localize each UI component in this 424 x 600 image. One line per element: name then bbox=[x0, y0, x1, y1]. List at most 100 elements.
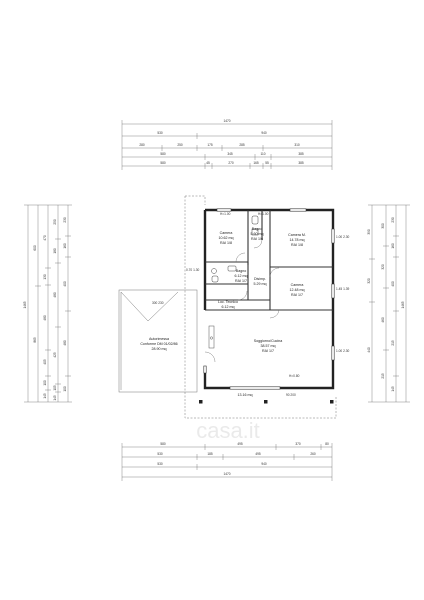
dim-text: 185 bbox=[207, 452, 213, 456]
dim-text: 80 bbox=[325, 442, 329, 446]
dim-text: 400 bbox=[391, 281, 395, 287]
room-disimpegno-area: 5.29 mq bbox=[254, 282, 267, 286]
h-label-top-mid: H=1.00 bbox=[258, 212, 269, 216]
bottom-overall-dimension: 1470 bbox=[223, 472, 230, 476]
dim-text: 55 bbox=[265, 161, 269, 165]
dim-text: 130 bbox=[43, 274, 47, 280]
left-dimension-chains bbox=[24, 204, 72, 403]
room-autorimessa-name: Autorimessa bbox=[149, 337, 169, 341]
dim-text: 230 bbox=[391, 217, 395, 223]
dim-text: 160 bbox=[391, 243, 395, 249]
h-label-top-left: H=1.00 bbox=[220, 212, 231, 216]
dim-text: 160 bbox=[63, 243, 67, 249]
dim-text: 480 bbox=[53, 292, 57, 298]
room-bagno-area: 5.60 mq bbox=[251, 232, 264, 236]
top-dimension-chains bbox=[121, 120, 333, 170]
dim-text: 385 bbox=[298, 161, 304, 165]
room-soggiorno-area: 38.57 mq bbox=[261, 344, 276, 348]
room-camera-m-name: Camera M. bbox=[288, 233, 306, 237]
room-bagno-rai: RAI 1/6 bbox=[251, 237, 263, 241]
dim-text: 530 bbox=[157, 131, 163, 135]
interior-walls bbox=[205, 210, 333, 311]
dim-text: 580 bbox=[160, 442, 166, 446]
dim-text: 45 bbox=[206, 161, 210, 165]
dim-text: 175 bbox=[207, 143, 213, 147]
dim-text: 280 bbox=[139, 143, 145, 147]
window-label-3: 1.00 2.30 bbox=[336, 349, 350, 353]
room-bagno-name: Bagno bbox=[252, 227, 262, 231]
h-label-soggiorno: H=0.80 bbox=[289, 374, 300, 378]
room-camera-name: Camera bbox=[220, 231, 233, 235]
dim-text: 495 bbox=[237, 442, 243, 446]
garage-opening-label: 300 230 bbox=[152, 301, 164, 305]
portico-outline bbox=[184, 195, 337, 419]
room-bagno2-name: Bagno bbox=[236, 269, 246, 273]
dim-text: 320 bbox=[381, 264, 385, 270]
window-label-1: 1.00 2.30 bbox=[336, 235, 350, 239]
dim-text: 390 bbox=[367, 229, 371, 235]
dim-text: 600 bbox=[33, 245, 37, 251]
room-soggiorno-rai: RAI 1/7 bbox=[262, 349, 274, 353]
garage-outline bbox=[118, 289, 198, 393]
left-overall-dimension: 1465 bbox=[23, 301, 27, 308]
dim-text: 310 bbox=[294, 143, 300, 147]
dim-text: 320 bbox=[367, 278, 371, 284]
right-dimension-chains bbox=[368, 204, 410, 403]
dim-text: 440 bbox=[367, 347, 371, 353]
bottom-dimension-chains bbox=[121, 443, 333, 481]
room-camera-area: 10.62 mq bbox=[219, 236, 234, 240]
dim-text: 495 bbox=[255, 452, 261, 456]
dim-text: 215 bbox=[381, 373, 385, 379]
room-camera2-area: 12.48 mq bbox=[290, 288, 305, 292]
dim-text: 940 bbox=[261, 131, 267, 135]
right-dimension-texts: 390 320 440 300 320 460 215 230 160 400 … bbox=[367, 217, 405, 392]
dim-text: 285 bbox=[239, 143, 245, 147]
room-bagno2-rai: RAI 1/7 bbox=[235, 279, 247, 283]
dim-text: 230 bbox=[63, 217, 67, 223]
dim-text: 250 bbox=[53, 219, 57, 225]
dim-text: 105 bbox=[53, 385, 57, 391]
room-labels: Camera 10.62 mq RAI 1/8 Bagno 5.60 mq RA… bbox=[140, 227, 306, 397]
top-overall-dimension: 1470 bbox=[223, 119, 230, 123]
dim-text: 480 bbox=[43, 315, 47, 321]
bottom-dimension-texts: 580 495 370 80 530 185 495 260 530 940 1… bbox=[157, 442, 329, 476]
room-camera2-rai: RAI 1/7 bbox=[291, 293, 303, 297]
h-label-left-wall: 0.70 1.30 bbox=[186, 268, 200, 272]
room-bagno2-area: 6.12 mq bbox=[235, 274, 248, 278]
dim-text: 530 bbox=[157, 462, 163, 466]
bathroom-fixtures bbox=[211, 215, 259, 283]
dim-text: 300 bbox=[381, 223, 385, 229]
dim-text: 940 bbox=[261, 462, 267, 466]
watermark: casa.it bbox=[196, 418, 260, 443]
dim-text: 165 bbox=[253, 161, 259, 165]
room-disimpegno-name: Disimp. bbox=[254, 277, 266, 281]
left-dimension-texts: 1465 600 865 470 130 480 405 100 145 250… bbox=[23, 217, 67, 401]
top-dimension-texts: 1470 530 940 280 250 175 285 310 580 345… bbox=[139, 119, 304, 165]
dim-text: 215 bbox=[391, 340, 395, 346]
dim-text: 145 bbox=[53, 395, 57, 401]
dim-text: 260 bbox=[310, 452, 316, 456]
dim-text: 425 bbox=[53, 352, 57, 358]
room-locale-tecnico-area: 6.12 mq bbox=[222, 305, 235, 309]
right-overall-dimension: 1465 bbox=[401, 301, 405, 308]
room-camera2-name: Camera bbox=[291, 283, 304, 287]
dim-text: 145 bbox=[391, 386, 395, 392]
dim-text: 530 bbox=[157, 452, 163, 456]
dim-text: 470 bbox=[43, 235, 47, 241]
room-autorimessa-area: 28.90 mq bbox=[152, 347, 167, 351]
dim-text: 145 bbox=[43, 393, 47, 399]
dim-text: 270 bbox=[228, 161, 234, 165]
room-camera-rai: RAI 1/8 bbox=[220, 241, 232, 245]
kitchen-counter bbox=[208, 325, 215, 349]
dim-text: 370 bbox=[295, 442, 301, 446]
door-bottom-label: 90 200 bbox=[286, 393, 296, 397]
dim-text: 480 bbox=[63, 340, 67, 346]
room-autorimessa-note: Conforme DM 01/02/86 bbox=[140, 342, 177, 346]
dim-text: 250 bbox=[177, 143, 183, 147]
dim-text: 580 bbox=[160, 161, 166, 165]
dim-text: 865 bbox=[33, 337, 37, 343]
door-swings bbox=[204, 239, 280, 363]
dim-text: 100 bbox=[43, 380, 47, 386]
window-label-2: 1.45 1.39 bbox=[336, 287, 350, 291]
